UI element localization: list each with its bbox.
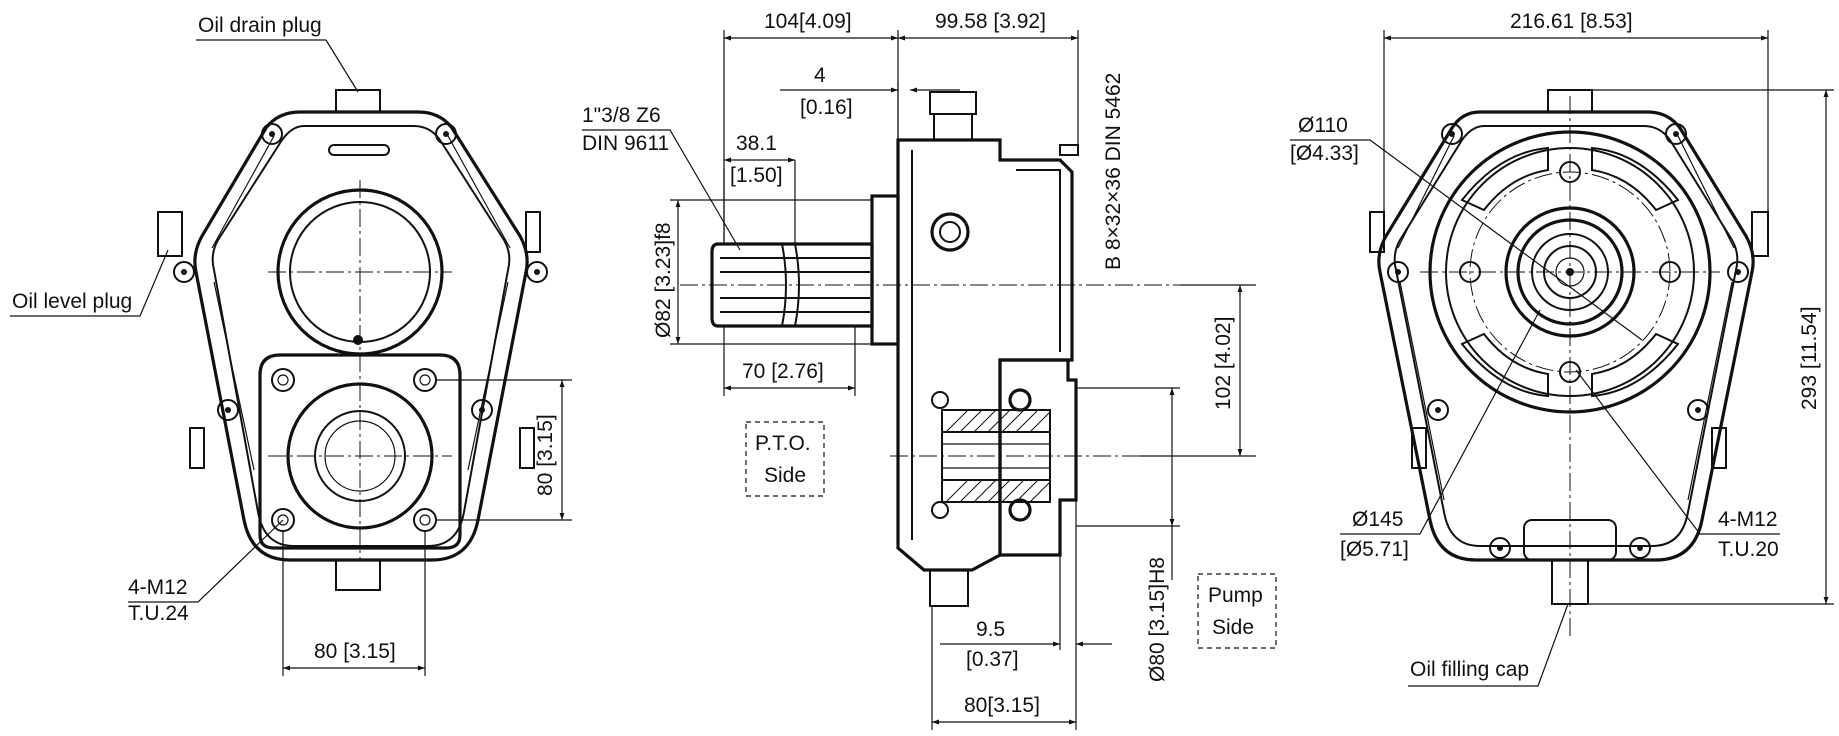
right-slots bbox=[1460, 146, 1680, 398]
right-side-plug-low-l bbox=[1411, 427, 1427, 469]
left-bolt-note-leader bbox=[128, 519, 284, 603]
dim-9b: [0.37] bbox=[966, 648, 1019, 671]
side-top-right-step bbox=[1059, 144, 1079, 156]
dim-293: 293 [11.54] bbox=[1798, 306, 1821, 410]
dia-145b: [Ø5.71] bbox=[1340, 538, 1409, 561]
left-rib-a bbox=[211, 135, 511, 471]
left-dim-width: 80 [3.15] bbox=[314, 640, 396, 663]
right-annotations: 216.61 [8.53] Ø110 [Ø4.33] Ø145 [Ø5.71] … bbox=[1290, 10, 1834, 687]
spline-spec: B 8×32×36 DIN 5462 bbox=[1102, 73, 1125, 270]
dim-9a: 9.5 bbox=[976, 618, 1005, 641]
left-housing-bolts bbox=[173, 123, 548, 421]
oil-filling-cap-leader bbox=[1408, 603, 1569, 687]
left-flange-holes bbox=[271, 368, 437, 532]
side-view bbox=[680, 91, 1180, 607]
right-housing-outline bbox=[1377, 110, 1755, 562]
side-bottom-boss bbox=[929, 569, 969, 607]
dim-216: 216.61 [8.53] bbox=[1510, 10, 1633, 33]
side-level-plug bbox=[930, 212, 970, 252]
dim-80b: 80[3.15] bbox=[964, 694, 1040, 717]
left-dim-height: 80 [3.15] bbox=[534, 414, 557, 496]
left-side-plug-right bbox=[525, 211, 541, 253]
left-drain-plug bbox=[335, 89, 381, 113]
left-view bbox=[157, 89, 548, 591]
right-side-plug-l bbox=[1369, 211, 1385, 253]
dim-104: 104[4.09] bbox=[764, 10, 852, 33]
left-flange bbox=[258, 353, 462, 550]
dia-110-leader bbox=[1290, 139, 1643, 341]
pto-side-1: P.T.O. bbox=[755, 432, 811, 455]
dia-145-leader bbox=[1340, 309, 1541, 535]
right-bolt-note-leader bbox=[1575, 369, 1780, 535]
pump-side-1: Pump bbox=[1208, 584, 1263, 607]
section-hatch bbox=[931, 388, 1051, 522]
oil-drain-plug-leader bbox=[196, 39, 359, 93]
dim-99: 99.58 [3.92] bbox=[935, 10, 1046, 33]
dim-82: Ø82 [3.23]f8 bbox=[652, 222, 675, 338]
dia-110b: [Ø4.33] bbox=[1290, 142, 1359, 165]
pump-flange bbox=[998, 358, 1078, 557]
shaft-spec-1: 1"3/8 Z6 bbox=[582, 104, 661, 127]
side-level-plug-inner bbox=[939, 221, 961, 243]
right-side-plug-low-r bbox=[1711, 427, 1727, 469]
oil-filling-cap-label: Oil filling cap bbox=[1410, 658, 1529, 681]
pump-side-2: Side bbox=[1212, 616, 1254, 639]
right-view bbox=[1369, 89, 1769, 640]
dim-38a: 38.1 bbox=[736, 132, 777, 155]
left-upper-bore-dot bbox=[353, 335, 363, 345]
shaft-spec-leader bbox=[582, 129, 741, 251]
pto-side-2: Side bbox=[764, 464, 806, 487]
shaft-spec-2: DIN 9611 bbox=[582, 132, 669, 155]
side-top-boss-base bbox=[933, 113, 973, 141]
dim-38b: [1.50] bbox=[730, 164, 783, 187]
dim-102: 102 [4.02] bbox=[1212, 317, 1235, 410]
oil-level-plug-leader bbox=[10, 249, 169, 317]
side-annotations: 104[4.09] 99.58 [3.92] 4 [0.16] 1"3/8 Z6… bbox=[582, 10, 1277, 730]
dim-80h8: Ø80 [3.15]H8 bbox=[1146, 557, 1169, 682]
side-top-boss bbox=[929, 91, 977, 115]
right-housing-inner bbox=[1393, 125, 1739, 547]
pump-side-box bbox=[1197, 573, 1277, 649]
left-level-plug bbox=[157, 211, 183, 257]
left-housing-inner bbox=[211, 125, 511, 547]
dia-145a: Ø145 bbox=[1352, 508, 1403, 531]
oil-level-plug-label: Oil level plug bbox=[12, 290, 132, 313]
left-bolt-note-1: 4-M12 bbox=[128, 576, 188, 599]
left-housing-outline bbox=[193, 110, 529, 562]
pto-collar bbox=[870, 194, 900, 346]
right-housing-bolts bbox=[1387, 123, 1749, 559]
right-bolt-note-1: 4-M12 bbox=[1718, 508, 1778, 531]
pto-shaft bbox=[710, 242, 874, 328]
dia-110a: Ø110 bbox=[1298, 114, 1348, 137]
right-rib-lines bbox=[1397, 135, 1735, 501]
side-housing bbox=[896, 138, 1074, 572]
dim-70: 70 [2.76] bbox=[742, 360, 824, 383]
left-annotations: Oil drain plug Oil level plug 4-M12 T.U.… bbox=[10, 14, 572, 676]
oil-drain-plug-label: Oil drain plug bbox=[198, 14, 322, 37]
right-side-plug-r bbox=[1751, 211, 1769, 257]
left-bottom-plug bbox=[335, 559, 381, 591]
side-housing-inner bbox=[911, 150, 1061, 540]
dim-4b: [0.16] bbox=[800, 96, 853, 119]
dim-4a: 4 bbox=[814, 64, 826, 87]
left-bolt-note-2: T.U.24 bbox=[128, 602, 189, 625]
right-bolt-note-2: T.U.20 bbox=[1718, 538, 1779, 561]
pto-side-box bbox=[745, 421, 825, 497]
left-side-plug-low-r bbox=[519, 427, 535, 469]
left-top-window bbox=[328, 144, 390, 156]
left-side-plug-low-l bbox=[189, 427, 205, 469]
